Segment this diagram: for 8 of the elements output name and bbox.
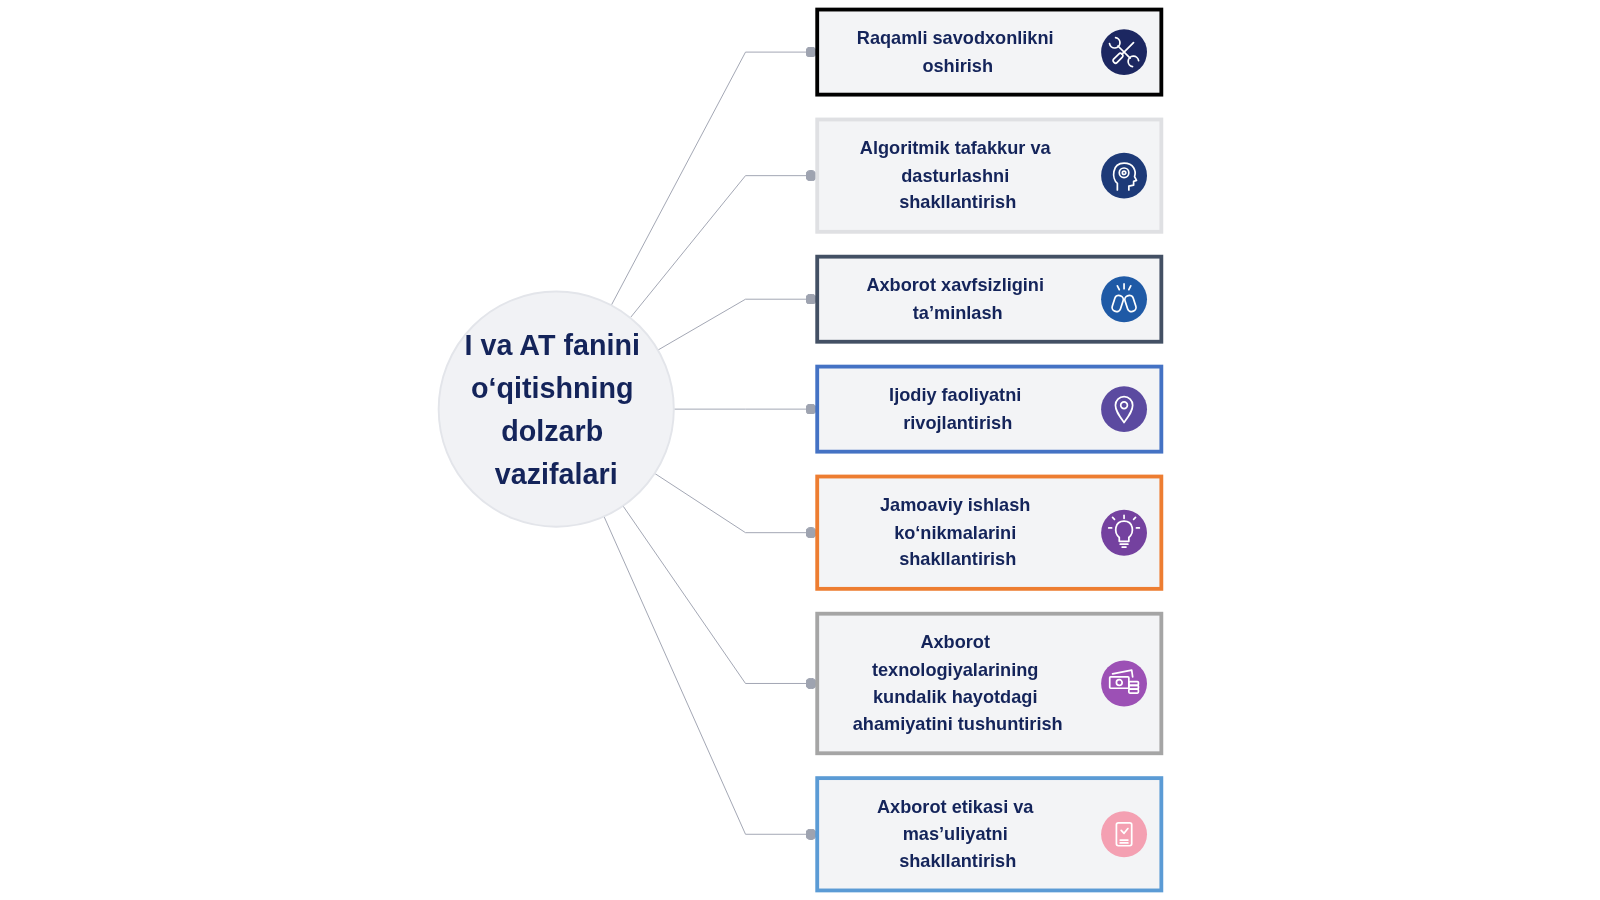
node-box: Jamoaviy ishlash ko‘nikmalarini shakllantirish	[815, 474, 1164, 591]
node-box: Raqamli savodxonlikni oshirish	[815, 7, 1164, 97]
node-box: Axborot etikasi va mas’uliyatni shakllantirish	[815, 776, 1164, 893]
node-box: Ijodiy faoliyatni rivojlantirish	[815, 364, 1164, 454]
node-box: Axborot texnologiyalarining kundalik hayotdagi ahamiyatini tushuntirish	[815, 611, 1164, 756]
node-box: Axborot xavfsizligini ta’minlash	[815, 254, 1164, 344]
node-circle: I va AT fanini o‘qitishning dolzarb vazifalari	[437, 290, 675, 528]
node-box: Algoritmik tafakkur va dasturlashni shakllantirish	[815, 117, 1164, 234]
